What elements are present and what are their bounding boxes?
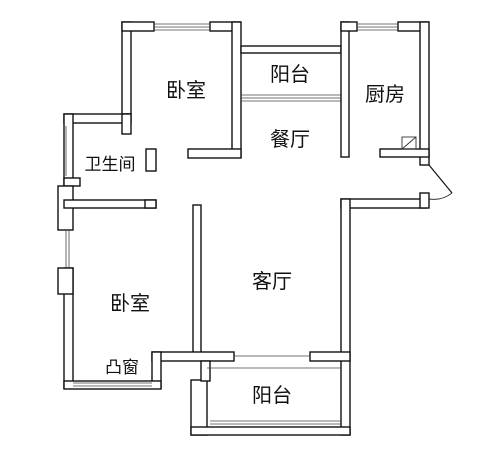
room-label-bedroom-top: 卧室 xyxy=(166,78,206,102)
balcony-bottom-walls xyxy=(190,360,351,436)
room-label-bedroom-bottom: 卧室 xyxy=(110,291,150,315)
kitchen-walls xyxy=(340,21,430,166)
room-label-dining: 餐厅 xyxy=(270,127,310,151)
room-label-bay-window: 凸窗 xyxy=(105,358,139,378)
bedroom-top-walls xyxy=(121,21,242,159)
entry-door xyxy=(419,164,453,209)
bedroom-bottom-walls xyxy=(57,185,162,390)
room-label-living: 客厅 xyxy=(252,269,292,293)
room-label-bathroom: 卫生间 xyxy=(85,155,136,175)
room-label-balcony-bottom: 阳台 xyxy=(252,383,292,407)
room-label-kitchen: 厨房 xyxy=(365,82,405,106)
room-label-balcony-top: 阳台 xyxy=(270,62,310,86)
bathroom-walls xyxy=(63,113,157,187)
